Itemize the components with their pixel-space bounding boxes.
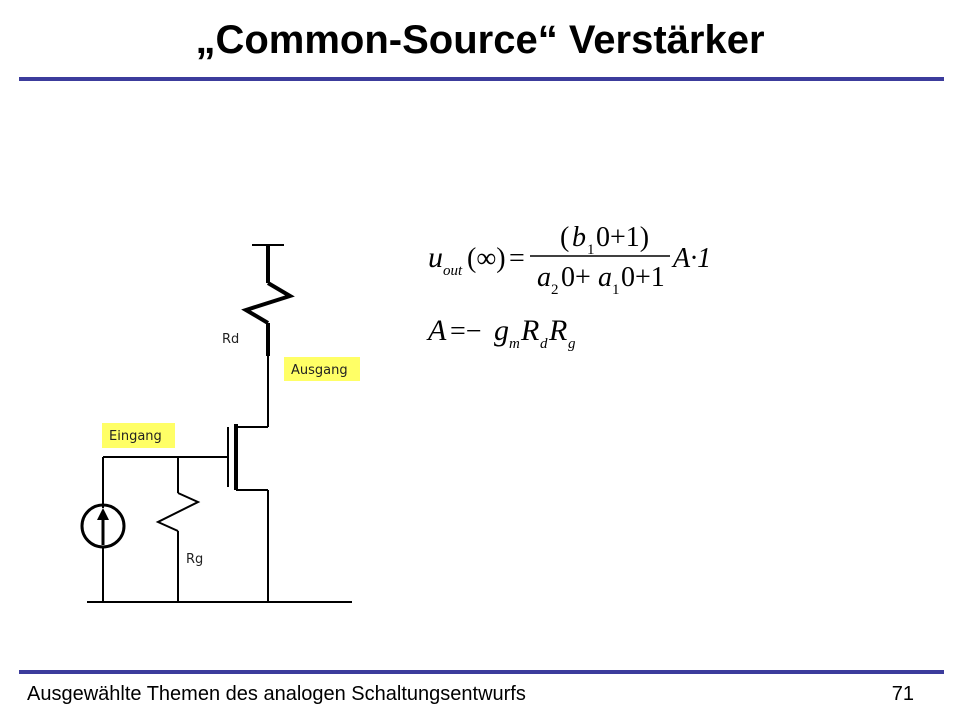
eq2-eq: =− xyxy=(450,316,482,347)
eq1-den-a2: a xyxy=(537,262,551,293)
slide-title: „Common-Source“ Verstärker xyxy=(195,18,765,62)
eq1-tail: A·1 xyxy=(671,243,711,274)
current-source-icon xyxy=(80,503,126,549)
eq2-r2: R xyxy=(548,314,567,347)
equation-output-voltage: u out (∞) = ( b 1 0+1) a 2 0+ a 1 0+1 A·… xyxy=(428,222,711,298)
title-divider xyxy=(19,77,944,81)
eq2-r1-sub: d xyxy=(540,336,548,352)
eq1-num-b: b xyxy=(572,222,586,253)
input-tag xyxy=(102,423,175,448)
resistor-icon xyxy=(241,245,295,356)
page-number: 71 xyxy=(891,683,914,705)
equation-gain: A =− g m R d R g xyxy=(426,314,576,352)
eq1-num-open: ( xyxy=(560,222,569,253)
output-tag xyxy=(284,357,360,381)
rd-label: Rd xyxy=(222,332,239,347)
eq1-lhs-arg: (∞) xyxy=(467,243,506,274)
eq2-g-sub: m xyxy=(509,336,520,352)
eq2-g: g xyxy=(494,314,509,347)
eq1-lhs-u: u xyxy=(428,241,443,274)
footer-divider xyxy=(19,670,944,674)
eq1-den-a1-sub: 1 xyxy=(612,282,620,298)
eq1-lhs-sub: out xyxy=(443,263,463,279)
output-label: Ausgang xyxy=(291,363,348,378)
mosfet-icon xyxy=(227,424,238,490)
eq1-den-a2-sub: 2 xyxy=(551,282,559,298)
eq1-den-mid: 0+ xyxy=(561,262,591,293)
footer-title: Ausgewählte Themen des analogen Schaltun… xyxy=(27,683,526,705)
eq2-r1: R xyxy=(520,314,539,347)
eq1-den-a1: a xyxy=(598,262,612,293)
rg-label: Rg xyxy=(186,552,203,567)
eq2-r2-sub: g xyxy=(568,336,576,352)
eq1-num-rest: 0+1) xyxy=(596,222,649,253)
resistor-icon xyxy=(155,457,201,602)
svg-text:=: = xyxy=(509,243,525,274)
eq1-den-rest: 0+1 xyxy=(621,262,665,293)
input-label: Eingang xyxy=(109,429,162,444)
eq1-num-b-sub: 1 xyxy=(587,242,595,258)
eq2-lhs: A xyxy=(426,314,447,347)
